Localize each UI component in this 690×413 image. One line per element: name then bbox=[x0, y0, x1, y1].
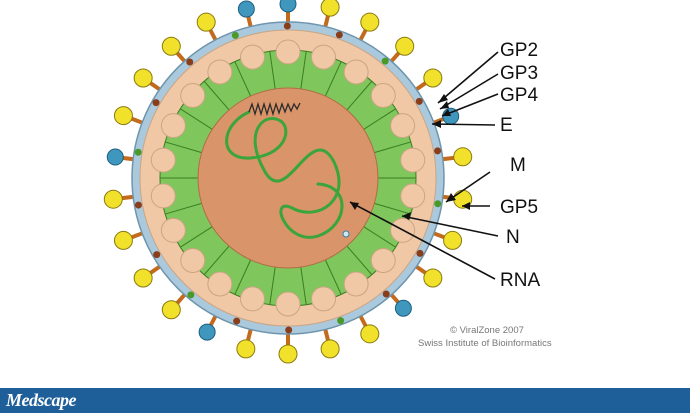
label-n: N bbox=[506, 227, 520, 248]
leader-arrowheads bbox=[350, 94, 470, 220]
label-gp2: GP2 bbox=[500, 40, 538, 61]
membrane-proteins bbox=[134, 22, 442, 334]
label-e: E bbox=[500, 115, 513, 136]
medscape-logo: Medscape bbox=[6, 390, 76, 410]
credit-line-2: Swiss Institute of Bioinformatics bbox=[418, 338, 552, 349]
gp5-spike bbox=[133, 261, 167, 288]
label-gp5: GP5 bbox=[500, 197, 538, 218]
gp-complex-spike bbox=[237, 0, 255, 35]
virion-diagram: GP2 GP3 GP4 E M GP5 N RNA © ViralZone 20… bbox=[103, 0, 552, 364]
capsid-segments bbox=[160, 51, 416, 305]
leader-lines bbox=[349, 51, 499, 280]
nucleocapsid-bumps bbox=[150, 39, 426, 317]
rna-cap-tail bbox=[248, 101, 301, 117]
label-gp4: GP4 bbox=[500, 85, 538, 106]
gp5-spike bbox=[355, 12, 380, 48]
label-rna: RNA bbox=[500, 270, 540, 291]
viral-core bbox=[197, 87, 379, 269]
rna-3-prime-end bbox=[342, 230, 350, 238]
credit-line-1: © ViralZone 2007 bbox=[450, 325, 524, 336]
label-gp3: GP3 bbox=[500, 63, 538, 84]
footer-bar: Medscape bbox=[0, 388, 690, 413]
label-m: M bbox=[510, 155, 526, 176]
rna-strand bbox=[225, 110, 344, 239]
